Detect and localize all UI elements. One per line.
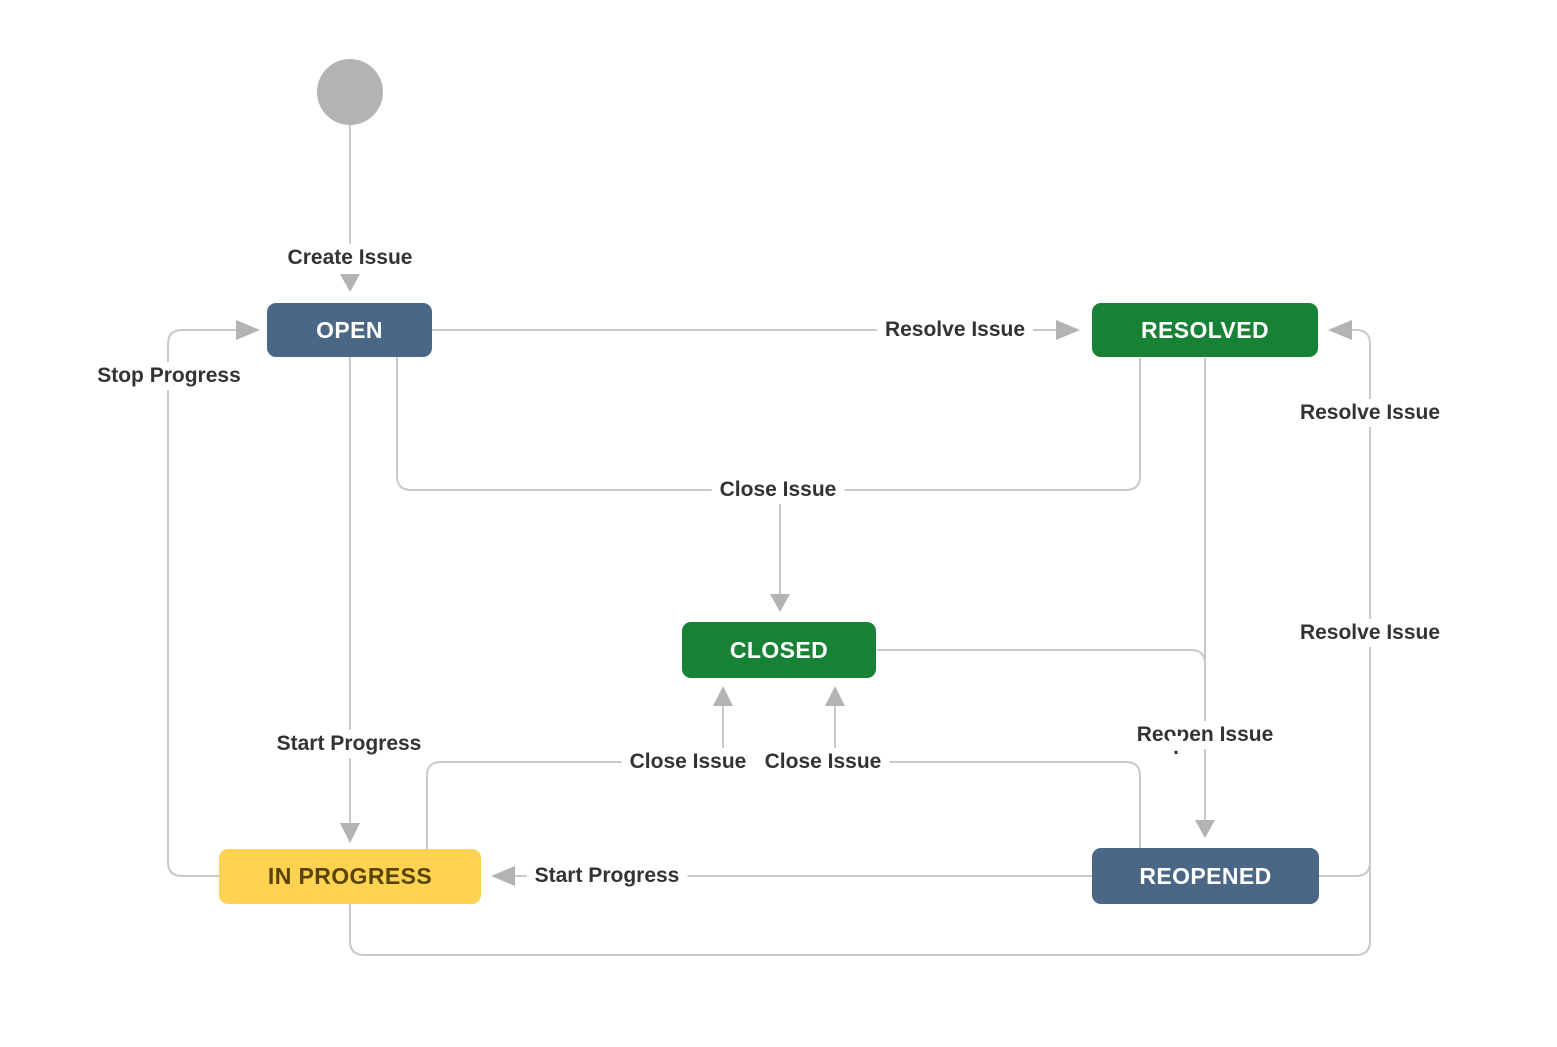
- transition-label-close-issue-center[interactable]: Close Issue: [711, 476, 845, 504]
- edge-open-resolved-close-rail: [396, 357, 1141, 491]
- transition-label-create-issue[interactable]: Create Issue: [279, 244, 421, 272]
- arrowhead-into-closed-bottom-right: [825, 686, 845, 706]
- edge-reopened-to-resolved-merge: [1319, 861, 1371, 877]
- arrowhead-into-resolved-left: [1056, 320, 1080, 340]
- arrowhead-into-closed-bottom-left: [713, 686, 733, 706]
- status-node-resolved[interactable]: RESOLVED: [1092, 303, 1318, 357]
- edge-reopened-to-closed: [834, 706, 1141, 848]
- arrowhead-into-open-top: [340, 274, 360, 292]
- start-node-circle: [317, 59, 383, 125]
- edge-closed-to-reopened: [877, 649, 1206, 665]
- edge-in-progress-to-open: [167, 329, 236, 877]
- arrowhead-into-in-progress-top: [340, 823, 360, 843]
- edge-in-progress-to-resolved: [349, 329, 1371, 956]
- transition-label-resolve-issue-right-lower[interactable]: Resolve Issue: [1291, 619, 1449, 647]
- transition-label-close-issue-from-in-progress[interactable]: Close Issue: [621, 748, 755, 776]
- arrowhead-into-in-progress-right: [491, 866, 515, 886]
- transition-label-stop-progress[interactable]: Stop Progress: [89, 362, 249, 390]
- transition-label-close-issue-from-reopened[interactable]: Close Issue: [756, 748, 890, 776]
- edge-in-progress-to-closed: [426, 706, 724, 849]
- status-node-reopened[interactable]: REOPENED: [1092, 848, 1319, 904]
- transition-label-start-progress-down[interactable]: Start Progress: [268, 730, 430, 758]
- status-node-in-progress[interactable]: IN PROGRESS: [219, 849, 481, 904]
- arrowhead-into-closed-top: [770, 594, 790, 612]
- arrowhead-into-resolved-right: [1328, 320, 1352, 340]
- arrowhead-into-open-left: [236, 320, 260, 340]
- status-node-open[interactable]: OPEN: [267, 303, 432, 357]
- transition-label-reopen-issue[interactable]: Reopen Issue: [1128, 721, 1282, 749]
- transition-label-resolve-issue-right-upper[interactable]: Resolve Issue: [1291, 399, 1449, 427]
- transition-label-resolve-issue-top[interactable]: Resolve Issue: [876, 316, 1034, 344]
- transition-label-start-progress-left[interactable]: Start Progress: [526, 862, 688, 890]
- arrowhead-into-reopened-top: [1195, 820, 1215, 838]
- transition-label-reopen-issue-dot: .: [1169, 736, 1183, 760]
- status-node-closed[interactable]: CLOSED: [682, 622, 876, 678]
